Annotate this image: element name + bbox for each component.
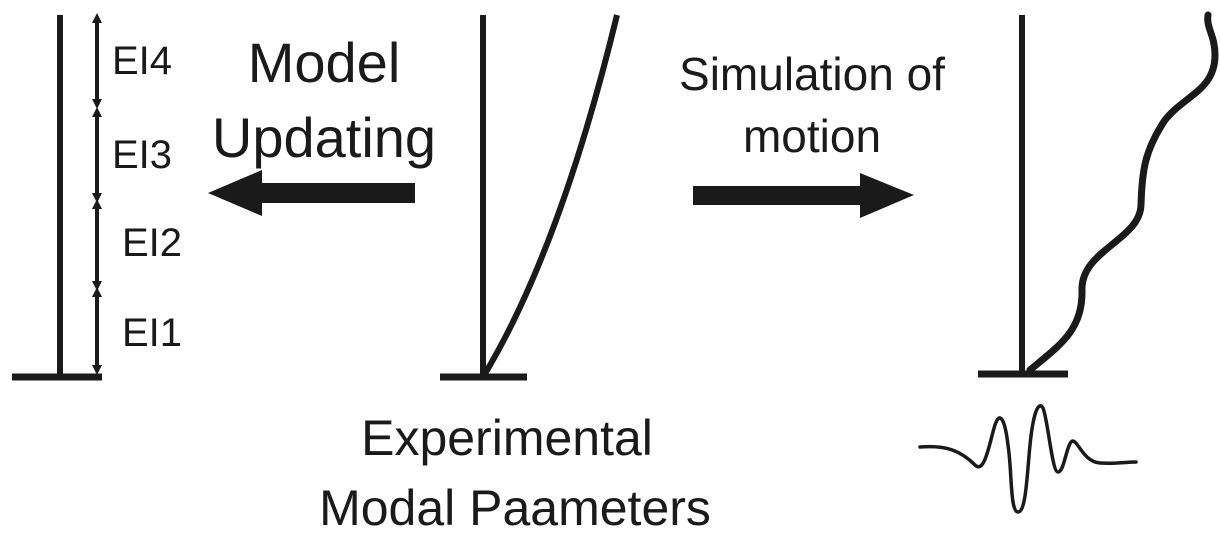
mode-shape	[440, 14, 620, 381]
segment-label-ei3: EI3	[112, 133, 172, 177]
stiffness-model: EI4 EI3 EI2 EI1	[12, 12, 182, 381]
motion-response-curve	[1026, 11, 1219, 374]
simulation-label-line2: motion	[743, 110, 881, 162]
mode-shape-curve	[480, 14, 620, 379]
motion-structure	[918, 11, 1219, 514]
segment-label-ei4: EI4	[112, 39, 172, 83]
caption-line2: Modal Paameters	[319, 480, 711, 535]
bottom-caption: Experimental Modal Paameters	[319, 410, 711, 535]
ground-motion-wave-icon	[918, 404, 1138, 514]
simulation-label-line1: Simulation of	[679, 48, 945, 100]
segment-label-ei1: EI1	[122, 311, 182, 355]
segment-label-ei2: EI2	[122, 221, 182, 265]
caption-line1: Experimental	[361, 410, 653, 466]
right-arrow-icon	[693, 173, 914, 218]
model-updating-label-line2: Updating	[212, 106, 436, 169]
simulation-group: Simulation of motion	[679, 48, 945, 218]
model-updating-group: Model Updating	[208, 31, 436, 216]
left-arrow-icon	[208, 170, 415, 216]
model-updating-label-line1: Model	[248, 31, 401, 94]
